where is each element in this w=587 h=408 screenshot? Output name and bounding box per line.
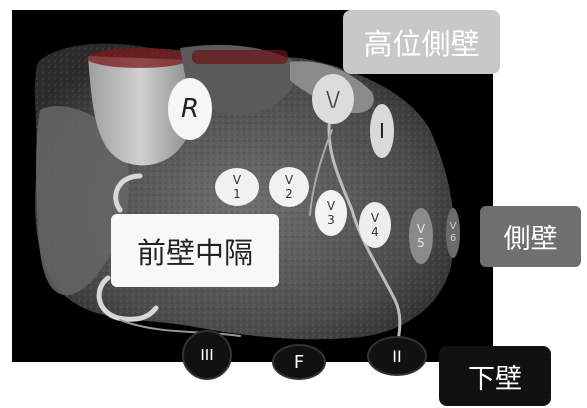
limb-lead-avl-label: \/: [326, 87, 339, 111]
aorta-top: [87, 48, 191, 68]
limb-lead-i-label: I: [379, 119, 385, 143]
limb-lead-ii-marker: II: [367, 336, 427, 376]
limb-lead-ii-label: II: [392, 347, 401, 366]
limb-lead-avl-marker: \/: [312, 74, 354, 124]
lead-v5-label: V 5: [417, 222, 425, 250]
limb-lead-r-label: R: [181, 94, 199, 124]
pulmonary-top: [192, 50, 288, 64]
lead-v2-label: V 2: [285, 173, 293, 201]
lead-v3-label: V 3: [327, 199, 335, 227]
lead-v1-label: V 1: [233, 173, 241, 201]
lead-v2-marker: V 2: [269, 167, 309, 207]
region-label-inferior: 下壁: [439, 346, 551, 406]
lead-v3-marker: V 3: [315, 190, 347, 236]
limb-lead-r-marker: R: [168, 78, 212, 140]
region-label-anteroseptal: 前壁中隔: [111, 214, 279, 287]
limb-lead-f-marker: F: [272, 344, 326, 380]
lead-v4-label: V 4: [371, 211, 379, 239]
lead-v4-marker: V 4: [359, 202, 391, 248]
limb-lead-iii-label: III: [200, 346, 213, 364]
region-label-lateral: 側壁: [480, 206, 581, 267]
lead-v5-marker: V 5: [409, 208, 433, 264]
limb-lead-iii-marker: III: [182, 330, 232, 380]
lead-v6-label: V 6: [450, 221, 457, 245]
region-label-high-lateral: 高位側壁: [343, 10, 500, 74]
limb-lead-f-label: F: [294, 352, 304, 373]
limb-lead-i-marker: I: [370, 104, 394, 158]
lead-v1-marker: V 1: [215, 168, 259, 206]
lead-v6-marker: V 6: [446, 208, 460, 258]
